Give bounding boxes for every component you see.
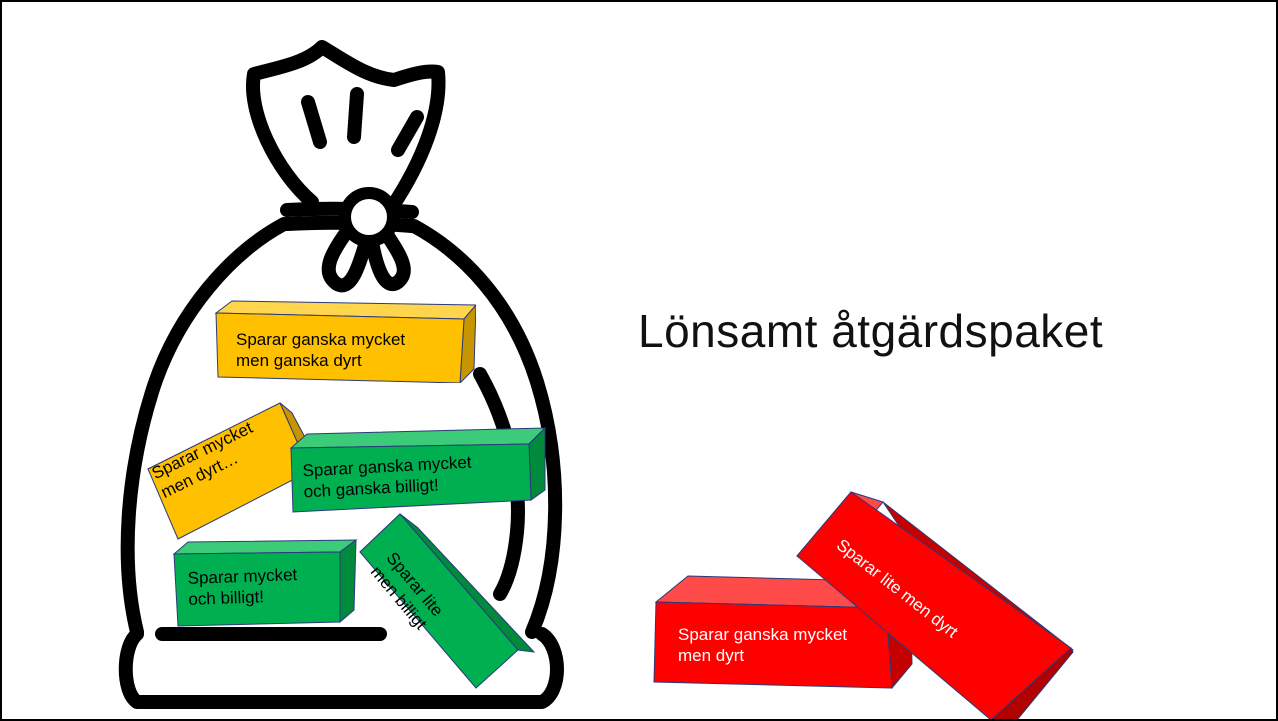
- money-bag-icon: [118, 40, 564, 709]
- brick-shape: [359, 513, 536, 689]
- brick-label: Sparar mycket och billigt!: [187, 565, 298, 609]
- brick-shape: [172, 538, 358, 627]
- brick-label: Sparar ganska mycket men ganska dyrt: [236, 330, 406, 370]
- green-brick-tilted: Sparar lite men billigt: [358, 512, 538, 692]
- red-brick-tilted: Sparar lite men dyrt: [795, 490, 1075, 719]
- green-brick-bottom: Sparar mycket och billigt!: [172, 538, 358, 630]
- brick-label: Sparar ganska mycket men dyrt: [678, 625, 848, 665]
- brick-shape: [289, 426, 547, 513]
- page-title: Lönsamt åtgärdspaket: [638, 305, 1104, 357]
- brick-shape: [214, 300, 476, 383]
- green-brick-top: Sparar ganska mycket och ganska billigt!: [289, 426, 547, 514]
- bag-knot: [339, 187, 399, 247]
- brick-shape: [796, 491, 1074, 719]
- brick-label: Sparar ganska mycket och ganska billigt!: [302, 452, 472, 502]
- yellow-brick-top: Sparar ganska mycket men ganska dyrt: [214, 299, 476, 383]
